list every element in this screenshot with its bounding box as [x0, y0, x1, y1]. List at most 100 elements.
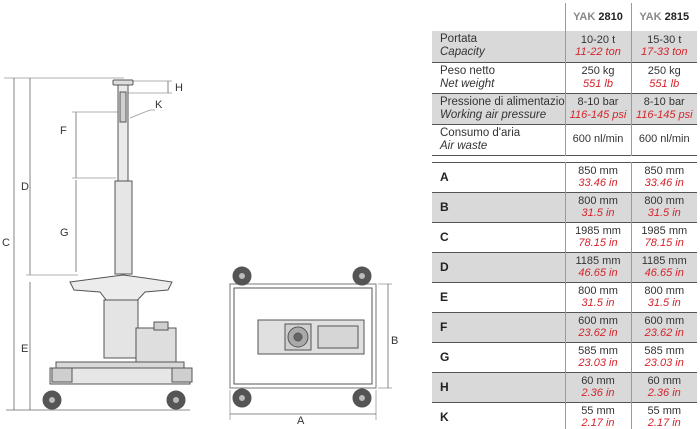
value-metric: 600 mm	[578, 314, 618, 327]
spec-label-it: Portata	[440, 33, 478, 46]
value-metric: 800 mm	[644, 284, 685, 297]
section-gap	[432, 155, 697, 162]
model-number: 2815	[664, 11, 690, 23]
value-metric: 55 mm	[581, 404, 615, 417]
spec-label-it: Consumo d'aria	[440, 126, 521, 139]
value-imperial: 33.46 in	[578, 177, 618, 189]
dim-k-leader	[129, 109, 151, 119]
value-imperial: 2.36 in	[581, 387, 615, 399]
dimension-letter: B	[432, 192, 566, 222]
dim-label-k: K	[155, 99, 163, 111]
dim-label-g: G	[60, 227, 69, 239]
technical-drawing: C D E F G H K A B	[2, 77, 398, 427]
value-imperial: 31.5 in	[581, 207, 615, 219]
value-imperial: 17-33 ton	[641, 46, 688, 59]
value-metric: 585 mm	[578, 344, 618, 357]
value-metric: 600 mm	[644, 314, 685, 327]
value-metric: 250 kg	[581, 65, 615, 77]
value-imperial: 33.46 in	[644, 177, 684, 189]
value-metric: 600 nl/min	[638, 133, 690, 146]
dimension-letter: A	[432, 162, 566, 192]
table-header-row: YAK 2810 YAK 2815	[432, 3, 697, 31]
spec-value: 600 nl/min	[631, 124, 697, 155]
dimension-letter: H	[432, 372, 566, 402]
model-header-yak-2815: YAK 2815	[631, 3, 697, 31]
dimension-letter: K	[432, 402, 566, 429]
header-empty-cell	[432, 3, 566, 31]
value-imperial: 78.15 in	[644, 237, 684, 249]
value-metric: 800 mm	[644, 194, 685, 207]
value-imperial: 2.17 in	[581, 417, 615, 429]
value-metric: 850 mm	[578, 164, 618, 177]
dim-label-h: H	[175, 82, 183, 94]
value-metric: 60 mm	[647, 374, 682, 387]
dimension-letter: D	[432, 252, 566, 282]
value-metric: 600 nl/min	[572, 133, 624, 146]
dim-label-d: D	[21, 181, 29, 193]
value-imperial: 551 lb	[583, 77, 613, 90]
dim-label-e: E	[21, 343, 28, 355]
model-number: 2810	[598, 11, 623, 23]
value-imperial: 46.65 in	[644, 267, 684, 279]
dimension-letter: G	[432, 342, 566, 372]
value-imperial: 31.5 in	[581, 297, 615, 309]
dim-label-a: A	[297, 415, 305, 427]
spec-label-it: Pressione di alimentazione	[440, 95, 565, 108]
value-imperial: 23.03 in	[578, 357, 618, 369]
dimension-letter: F	[432, 312, 566, 342]
value-imperial: 551 lb	[649, 77, 680, 90]
jack-side-view	[42, 79, 193, 410]
dimension-letter: C	[432, 222, 566, 252]
value-imperial: 2.36 in	[647, 387, 681, 399]
value-metric: 10-20 t	[580, 33, 616, 46]
spec-label-en: Working air pressure	[440, 108, 547, 121]
value-imperial: 116-145 psi	[569, 108, 627, 121]
value-imperial: 2.17 in	[647, 417, 681, 429]
value-metric: 8-10 bar	[577, 96, 619, 108]
spec-value: 600 nl/min	[565, 124, 632, 155]
value-imperial: 31.5 in	[647, 207, 681, 219]
value-imperial: 23.03 in	[644, 357, 684, 369]
value-metric: 55 mm	[647, 404, 682, 417]
value-metric: 1185 mm	[575, 254, 621, 267]
model-prefix: YAK	[639, 11, 662, 23]
value-imperial: 116-145 psi	[635, 108, 693, 121]
dim-label-b: B	[391, 335, 398, 347]
model-header-yak-2810: YAK 2810	[565, 3, 632, 31]
model-prefix: YAK	[573, 11, 596, 23]
value-metric: 800 mm	[578, 284, 618, 297]
